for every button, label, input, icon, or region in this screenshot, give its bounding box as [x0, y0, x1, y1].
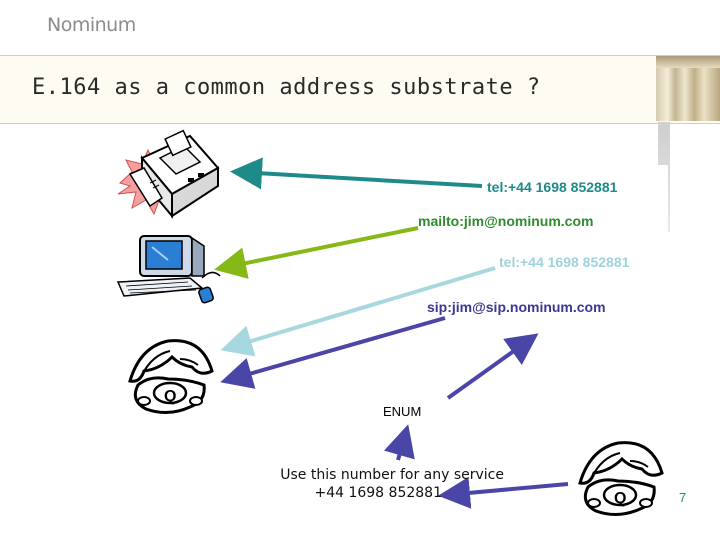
use-line-2: +44 1698 852881 [244, 484, 504, 502]
svg-text:Q: Q [164, 388, 176, 405]
svg-text:Q: Q [614, 490, 626, 507]
arrow-up-from-enum [448, 338, 532, 398]
mailto-label: mailto:jim@nominum.com [418, 213, 593, 229]
arrow-to-enum [398, 432, 406, 460]
telephone-icon: Q [120, 335, 218, 417]
arrow-to-computer [222, 228, 418, 268]
telephone-icon: Q [570, 437, 668, 519]
use-line-1: Use this number for any service [244, 466, 504, 484]
page-number: 7 [679, 490, 686, 505]
arrow-to-fax [238, 172, 482, 186]
arrow-to-phone-navy [228, 318, 445, 380]
tel-label-teal: tel:+44 1698 852881 [487, 179, 617, 195]
computer-icon [112, 232, 227, 307]
tel-label-light: tel:+44 1698 852881 [499, 254, 629, 270]
use-number-text: Use this number for any service +44 1698… [244, 466, 504, 502]
fax-machine-icon [110, 128, 225, 228]
sip-label: sip:jim@sip.nominum.com [427, 299, 606, 315]
enum-label: ENUM [383, 404, 421, 419]
